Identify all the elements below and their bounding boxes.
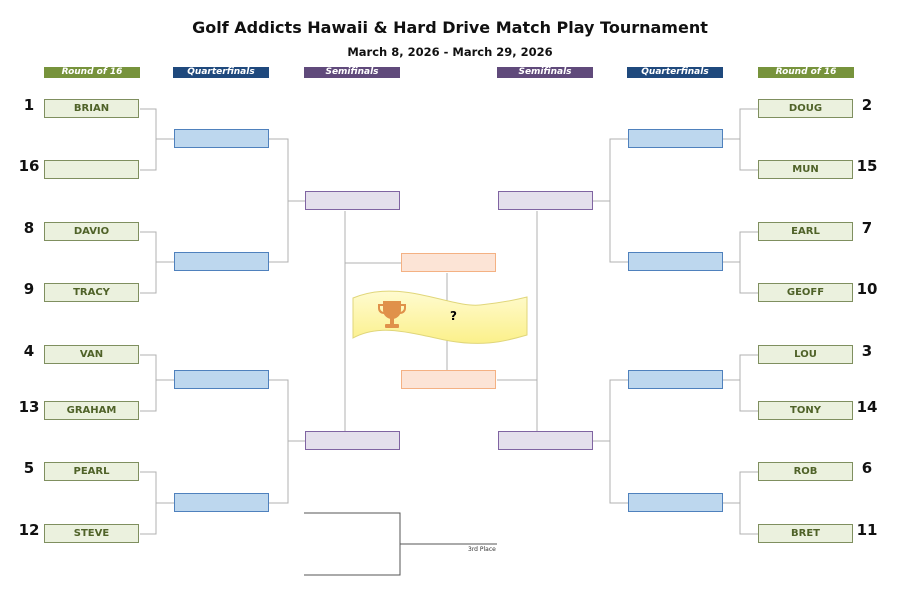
round-of-16-slot-right[interactable]: GEOFF [758, 283, 853, 302]
seed-number: 5 [23, 459, 35, 477]
quarterfinal-slot-left[interactable] [174, 252, 269, 271]
round-of-16-slot-left[interactable]: PEARL [44, 462, 139, 481]
round-of-16-slot-right[interactable]: MUN [758, 160, 853, 179]
quarterfinal-slot-left[interactable] [174, 129, 269, 148]
seed-number: 13 [18, 398, 40, 416]
seed-number: 15 [856, 157, 878, 175]
semifinal-slot-right[interactable] [498, 191, 593, 210]
seed-number: 14 [856, 398, 878, 416]
header-quarterfinals-left: Quarterfinals [173, 67, 269, 78]
seed-number: 9 [23, 280, 35, 298]
round-of-16-slot-left[interactable]: STEVE [44, 524, 139, 543]
final-slot-left[interactable] [401, 253, 496, 272]
seed-number: 10 [856, 280, 878, 298]
seed-number: 6 [861, 459, 873, 477]
round-of-16-slot-left[interactable]: DAVIO [44, 222, 139, 241]
date-range: March 8, 2026 - March 29, 2026 [347, 45, 553, 59]
seed-number: 3 [861, 342, 873, 360]
seed-number: 12 [18, 521, 40, 539]
seed-number: 7 [861, 219, 873, 237]
header-semifinals-right: Semifinals [497, 67, 593, 78]
round-of-16-slot-left[interactable]: BRIAN [44, 99, 139, 118]
round-of-16-slot-left[interactable]: VAN [44, 345, 139, 364]
round-of-16-slot-right[interactable]: BRET [758, 524, 853, 543]
header-semifinals-left: Semifinals [304, 67, 400, 78]
third-place-label: 3rd Place [468, 546, 496, 553]
seed-number: 2 [861, 96, 873, 114]
semifinal-slot-left[interactable] [305, 431, 400, 450]
quarterfinal-slot-left[interactable] [174, 493, 269, 512]
round-of-16-slot-left[interactable]: TRACY [44, 283, 139, 302]
seed-number: 8 [23, 219, 35, 237]
quarterfinal-slot-right[interactable] [628, 493, 723, 512]
semifinal-slot-right[interactable] [498, 431, 593, 450]
header-quarterfinals-right: Quarterfinals [627, 67, 723, 78]
champion-name: ? [450, 309, 457, 323]
round-of-16-slot-right[interactable]: LOU [758, 345, 853, 364]
round-of-16-slot-right[interactable]: ROB [758, 462, 853, 481]
seed-number: 16 [18, 157, 40, 175]
header-round-of-16-left: Round of 16 [44, 67, 140, 78]
trophy-icon [378, 301, 406, 328]
round-of-16-slot-right[interactable]: EARL [758, 222, 853, 241]
round-of-16-slot-right[interactable]: TONY [758, 401, 853, 420]
quarterfinal-slot-left[interactable] [174, 370, 269, 389]
seed-number: 4 [23, 342, 35, 360]
semifinal-slot-left[interactable] [305, 191, 400, 210]
quarterfinal-slot-right[interactable] [628, 252, 723, 271]
final-slot-right[interactable] [401, 370, 496, 389]
quarterfinal-slot-right[interactable] [628, 129, 723, 148]
page-title: Golf Addicts Hawaii & Hard Drive Match P… [192, 18, 708, 37]
round-of-16-slot-right[interactable]: DOUG [758, 99, 853, 118]
header-round-of-16-right: Round of 16 [758, 67, 854, 78]
quarterfinal-slot-right[interactable] [628, 370, 723, 389]
seed-number: 1 [23, 96, 35, 114]
seed-number: 11 [856, 521, 878, 539]
round-of-16-slot-left[interactable] [44, 160, 139, 179]
round-of-16-slot-left[interactable]: GRAHAM [44, 401, 139, 420]
